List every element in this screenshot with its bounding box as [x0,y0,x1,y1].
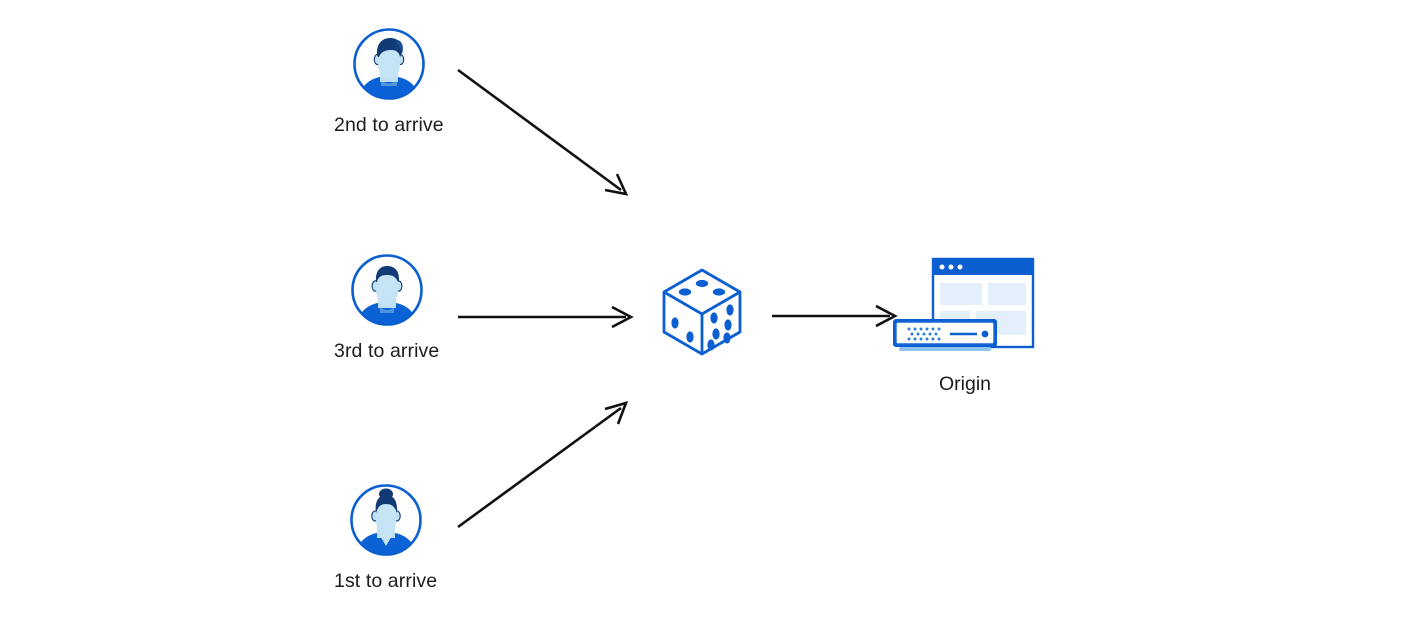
user-avatar-icon [348,482,424,558]
arrow-top-to-dice [457,68,622,192]
client-node-bottom: 1st to arrive [334,482,437,593]
user-avatar-icon [351,26,427,102]
window-dots [939,264,963,270]
arrow-middle-to-dice-head [611,305,634,329]
client-node-middle: 3rd to arrive [334,252,439,363]
arrow-bottom-to-dice [457,406,622,529]
arrow-top-to-dice-head [604,173,629,196]
origin-label: Origin [938,373,992,395]
client-label-bottom: 1st to arrive [334,570,438,592]
user-avatar-icon [349,252,425,328]
client-label-top: 2nd to arrive [334,114,444,136]
arrow-bottom-to-dice-head [604,401,629,425]
server-vent-dots [907,327,941,341]
origin-node: Origin [880,255,1050,396]
client-node-top: 2nd to arrive [334,26,444,137]
client-label-middle: 3rd to arrive [334,340,440,362]
origin-server-icon [885,255,1045,365]
dice-icon [658,266,746,358]
